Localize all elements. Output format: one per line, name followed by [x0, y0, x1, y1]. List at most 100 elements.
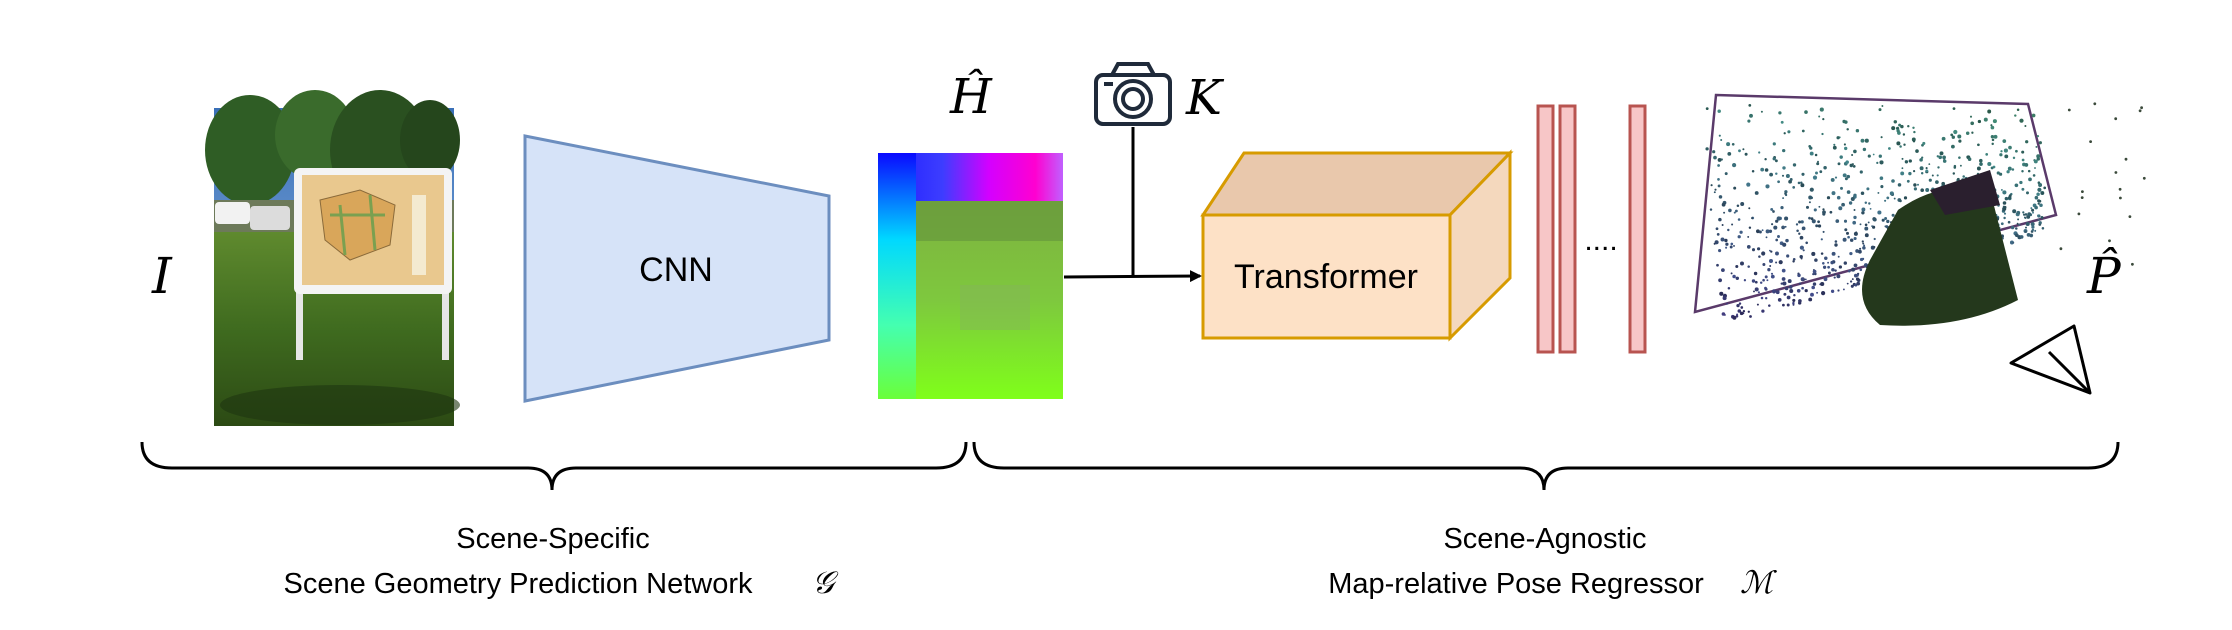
point	[2128, 215, 2132, 219]
point	[1787, 279, 1792, 284]
point	[1912, 140, 1916, 143]
point	[1720, 158, 1723, 161]
point	[1920, 188, 1924, 192]
point	[1781, 268, 1786, 273]
point	[1841, 202, 1845, 207]
point	[1759, 281, 1763, 284]
point	[1824, 256, 1828, 260]
point	[2034, 167, 2036, 169]
point	[2015, 149, 2018, 153]
point	[1991, 138, 1995, 142]
point	[2004, 154, 2009, 159]
point	[1792, 298, 1796, 302]
point	[1784, 286, 1789, 291]
point	[2040, 216, 2044, 219]
point	[1822, 208, 1825, 211]
point	[1878, 154, 1882, 158]
point	[1999, 153, 2003, 157]
point	[1808, 216, 1811, 220]
point	[1831, 251, 1836, 256]
point	[1864, 201, 1868, 205]
point	[1798, 232, 1801, 235]
point	[1880, 185, 1884, 189]
point	[2006, 170, 2010, 173]
point	[1893, 120, 1898, 124]
point	[2002, 190, 2007, 195]
intrinsics-symbol: K	[1185, 70, 1225, 126]
point	[1709, 208, 1713, 211]
point	[2037, 214, 2040, 217]
point-cloud	[1693, 93, 2146, 326]
point	[1990, 166, 1994, 170]
point	[1808, 297, 1813, 302]
point	[2034, 229, 2037, 232]
point	[1987, 109, 1992, 114]
map-to-transformer-arrow	[1063, 270, 1202, 283]
point	[1717, 178, 1720, 181]
point	[1871, 245, 1875, 250]
point	[1941, 181, 1946, 186]
point	[1848, 201, 1853, 205]
point	[1721, 268, 1725, 272]
point	[1771, 223, 1774, 226]
point	[1935, 180, 1939, 184]
point	[1899, 199, 1902, 203]
point	[1992, 119, 1997, 124]
point	[1740, 202, 1745, 206]
point	[2019, 235, 2024, 239]
point	[2138, 109, 2142, 113]
point	[1820, 252, 1824, 255]
point	[2043, 186, 2047, 190]
point	[2008, 145, 2012, 150]
point	[1851, 163, 1854, 166]
point	[1725, 246, 1728, 249]
point	[1822, 265, 1827, 269]
point	[1942, 159, 1947, 163]
point	[1739, 311, 1744, 316]
point	[1765, 229, 1770, 234]
point	[1736, 303, 1740, 308]
point	[1844, 177, 1848, 181]
point	[1836, 274, 1841, 279]
point	[1917, 183, 1919, 186]
left-caption-title: Scene-Specific	[456, 523, 649, 555]
h-hat-symbol: Ĥ	[949, 68, 993, 125]
point	[1782, 148, 1786, 153]
point	[1811, 251, 1816, 256]
right-caption-symbol: ℳ	[1740, 565, 1777, 601]
point	[2014, 233, 2019, 238]
point	[2032, 211, 2034, 214]
point	[2027, 169, 2031, 173]
point	[1762, 263, 1766, 266]
point	[1820, 281, 1825, 287]
point	[1765, 297, 1768, 300]
point	[2038, 141, 2042, 145]
point	[1812, 272, 1815, 276]
point	[1721, 224, 1724, 226]
point	[1922, 141, 1926, 145]
point	[1855, 128, 1860, 133]
point	[1774, 159, 1778, 163]
point	[1925, 169, 1929, 173]
point	[1762, 278, 1765, 282]
point	[1717, 157, 1722, 162]
point	[2024, 162, 2029, 167]
point	[2003, 148, 2008, 153]
point	[1851, 154, 1854, 156]
point	[1886, 219, 1890, 224]
point	[1886, 196, 1890, 200]
point	[1853, 215, 1857, 220]
point	[2025, 226, 2027, 229]
mlp-head	[1536, 104, 1647, 354]
point	[1908, 159, 1912, 163]
point	[1801, 286, 1804, 290]
point	[1781, 174, 1785, 177]
point	[1849, 238, 1854, 242]
point	[1797, 181, 1801, 185]
point	[2041, 191, 2045, 195]
point	[1842, 173, 1847, 178]
left-caption-symbol: 𝒢	[812, 565, 839, 601]
point	[1864, 138, 1869, 143]
point	[1761, 309, 1765, 313]
point	[1913, 187, 1917, 191]
